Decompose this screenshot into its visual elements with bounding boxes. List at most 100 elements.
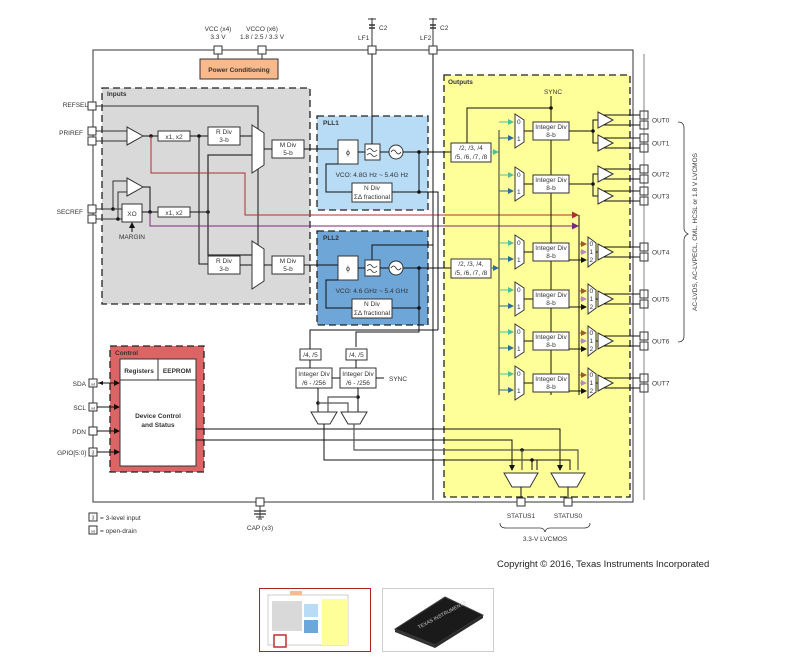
pll1-post-divider-label-a: /2, /3, /4 <box>459 145 483 152</box>
lf1-pin <box>367 45 377 55</box>
pdn-pin[interactable] <box>88 426 98 436</box>
lf2-label: LF2 <box>420 35 432 42</box>
secref-pin-p[interactable] <box>87 204 97 214</box>
registers-label: Registers <box>124 368 154 375</box>
out-mux-input-1-label: 1 <box>590 380 594 387</box>
out-mux-input-1-label: 1 <box>590 296 594 303</box>
output-source-mux-6 <box>569 325 598 357</box>
pll-select-mux-icon <box>514 113 525 149</box>
mux-input-1-label: 1 <box>517 346 521 353</box>
integer-divider-bits: 8-b <box>546 300 556 307</box>
secref-pin-n[interactable] <box>87 214 97 224</box>
status-intdiv-2-range: /6 - /256 <box>346 380 370 387</box>
out-mux-input-2-label: 2 <box>590 388 594 395</box>
control-title: Control <box>115 350 138 357</box>
status0-label: STATUS0 <box>554 513 583 520</box>
pdn-label: PDN <box>72 429 86 436</box>
secref-buffer-icon <box>126 177 145 197</box>
legend-3level-glyph: 3 <box>92 516 95 522</box>
integer-divider-label: Integer Div <box>535 124 567 131</box>
integer-divider <box>532 242 570 262</box>
capacitor-c2-lf2-icon <box>429 18 437 46</box>
power-conditioning-block <box>199 58 279 80</box>
out0-label: OUT0 <box>652 118 670 125</box>
status0-pin[interactable] <box>563 497 573 507</box>
out-mux-input-1-label: 1 <box>590 338 594 345</box>
xo-label: XO <box>127 211 136 218</box>
out5-label: OUT5 <box>652 297 670 304</box>
out-mux-input-2-label: 2 <box>590 346 594 353</box>
pll1-title: PLL1 <box>323 120 339 127</box>
integer-divider-label: Integer Div <box>535 245 567 252</box>
vcco-label: VCCO (x6) <box>246 26 278 33</box>
pll2-ndiv-type: ΣΔ fractional <box>354 310 391 317</box>
mux-input-0-label: 0 <box>517 119 521 126</box>
priref-pin-p[interactable] <box>87 126 97 136</box>
integer-divider <box>532 331 570 351</box>
pll-select-mux-icon <box>514 281 525 317</box>
integer-divider <box>532 373 570 393</box>
mdiv-2-bits: 5-b <box>283 266 293 273</box>
input-mux-1-icon <box>251 124 265 174</box>
vcc-label: VCC (x4) <box>205 26 232 33</box>
mdiv-1-label: M Div <box>280 142 297 149</box>
thumbnail-chip-photo[interactable]: TEXAS INSTRUMENTS <box>382 588 494 652</box>
pll-select-mux-icon <box>514 365 525 401</box>
integer-divider-label: Integer Div <box>535 334 567 341</box>
eeprom-label: EEPROM <box>163 368 191 375</box>
pll2-ndiv-label: N Div <box>364 301 381 308</box>
mux-input-0-label: 0 <box>517 287 521 294</box>
status-prediv-1-label: /4, /5 <box>303 352 318 359</box>
priref-pin-n[interactable] <box>87 136 97 146</box>
status-mux-left-icon <box>310 411 338 425</box>
scl-od-glyph: od <box>91 406 95 411</box>
vcco-pin <box>257 45 267 55</box>
pll2-vco-range: VCO: 4.6 GHz ~ 5.4 GHz <box>336 288 409 295</box>
integer-divider-label: Integer Div <box>535 292 567 299</box>
out1-label: OUT1 <box>652 141 670 148</box>
legend-open-drain-glyph: od <box>91 529 95 534</box>
copyright-notice: Copyright © 2016, Texas Instruments Inco… <box>497 559 710 570</box>
output-buffer-icon <box>597 374 615 392</box>
mux-input-0-label: 0 <box>517 172 521 179</box>
cap-pin <box>255 497 265 507</box>
rdiv-1-label: R Div <box>216 129 233 136</box>
device-control-label-2: and Status <box>141 422 175 429</box>
inputs-title: Inputs <box>107 91 127 98</box>
thumbnail-block-diagram[interactable] <box>259 588 371 652</box>
output-channel-2 <box>499 234 570 270</box>
out-mux-input-0-label: 0 <box>590 330 594 337</box>
output-mux-icon <box>587 367 597 399</box>
output-channel-1 <box>499 166 570 202</box>
output-channel-4 <box>499 323 570 359</box>
gpio-label: GPIO[5:0] <box>57 450 86 457</box>
output-mux-icon <box>587 283 597 315</box>
integer-divider-label: Integer Div <box>535 376 567 383</box>
refsel-pin[interactable] <box>87 101 97 111</box>
device-control-label: Device Control <box>135 413 181 420</box>
rdiv-1-bits: 3-b <box>219 137 229 144</box>
output-buffer-icon <box>597 187 615 205</box>
status-brace <box>499 522 591 533</box>
pll-select-mux-icon <box>514 166 525 202</box>
out-mux-input-0-label: 0 <box>590 372 594 379</box>
status-mux-right-icon <box>340 411 368 425</box>
sda-pin[interactable] <box>88 378 98 388</box>
pll2-loop-filter-icon <box>364 259 381 277</box>
legend-open-drain-label: = open-drain <box>100 528 137 535</box>
status-prediv-2-label: /4, /5 <box>349 352 364 359</box>
status-intdiv-1-range: /6 - /256 <box>302 380 326 387</box>
output-buffer-icon <box>597 134 615 152</box>
thumbnail-diagram-icon <box>267 591 349 648</box>
out4-label: OUT4 <box>652 250 670 257</box>
mux-input-1-label: 1 <box>517 304 521 311</box>
integer-divider-bits: 8-b <box>546 132 556 139</box>
out-mux-input-0-label: 0 <box>590 288 594 295</box>
integer-divider-bits: 8-b <box>546 342 556 349</box>
mux-input-1-label: 1 <box>517 189 521 196</box>
margin-label: MARGIN <box>119 234 145 241</box>
mux-input-1-label: 1 <box>517 388 521 395</box>
output-buffer-icon <box>597 290 615 308</box>
mdiv-1-bits: 5-b <box>283 150 293 157</box>
status1-pin[interactable] <box>516 497 526 507</box>
